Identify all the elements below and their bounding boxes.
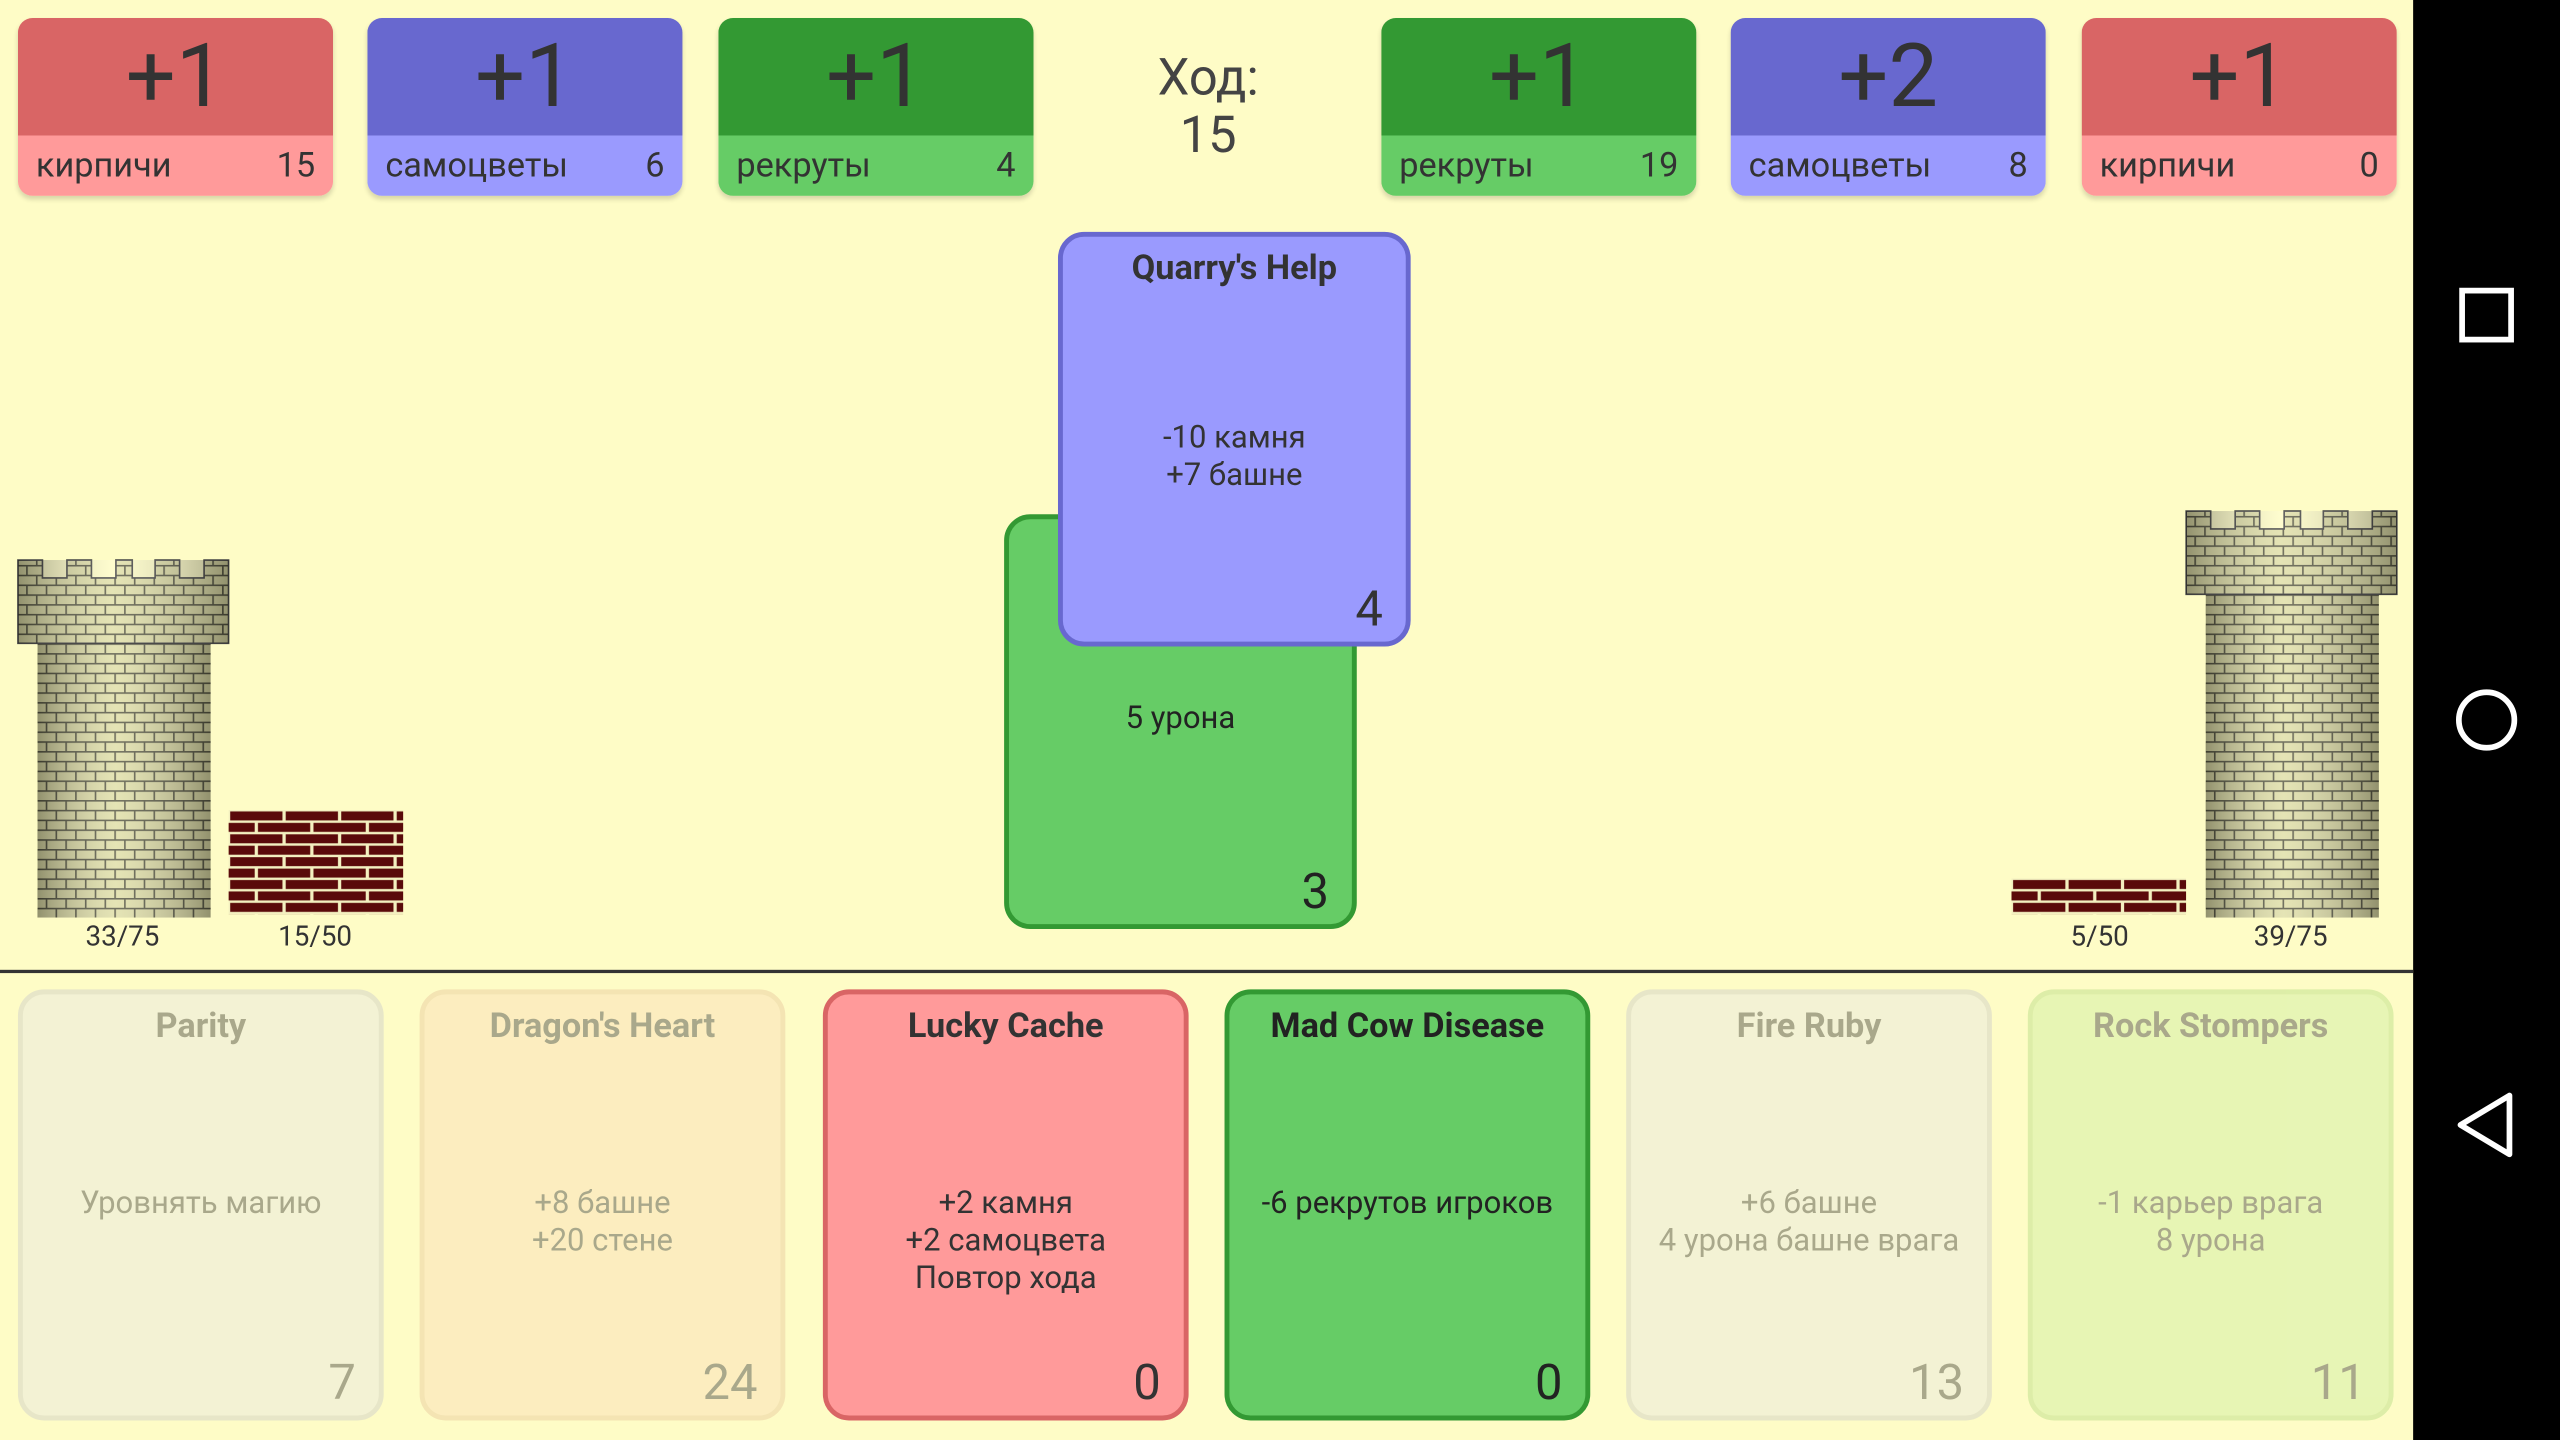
enemy-recruits-gain: +1 xyxy=(1381,17,1697,136)
enemy-bricks-panel: +1 кирпичи 0 xyxy=(2081,17,2397,196)
card-cost: 7 xyxy=(328,1355,356,1413)
played-card-last-cost: 4 xyxy=(1355,581,1383,639)
player-recruits-gain: +1 xyxy=(718,17,1034,136)
enemy-gems-panel: +2 самоцветы 8 xyxy=(1730,17,2046,196)
desc-line: 8 урона xyxy=(2155,1221,2266,1259)
recents-icon xyxy=(2459,287,2514,343)
enemy-bricks-gain: +1 xyxy=(2081,17,2397,136)
player-gems-gain: +1 xyxy=(367,17,683,136)
player-wall xyxy=(228,809,404,915)
card-desc: Уровнять магию xyxy=(23,1184,379,1222)
desc-line: 5 урона xyxy=(1125,698,1236,737)
card-cost: 11 xyxy=(2310,1355,2366,1413)
desc-line: -6 рекрутов игроков xyxy=(1261,1183,1554,1222)
desc-line: +8 башне xyxy=(534,1183,671,1222)
turn-label: Ход: xyxy=(1157,47,1259,108)
card-cost: 0 xyxy=(1133,1355,1161,1413)
card-desc: +8 башне+20 стене xyxy=(425,1184,781,1259)
card-cost: 13 xyxy=(1909,1355,1965,1413)
desc-line: -1 карьер врага xyxy=(2098,1183,2324,1222)
desc-line: +2 самоцвета xyxy=(905,1221,1107,1259)
player-tower-value: 33/75 xyxy=(85,920,160,954)
desc-line: +2 камня xyxy=(938,1183,1073,1222)
enemy-gems-count: 8 xyxy=(2008,146,2028,186)
card-title: Fire Ruby xyxy=(1736,1007,1882,1047)
player-recruits-panel: +1 рекруты 4 xyxy=(718,17,1034,196)
enemy-tower-value: 39/75 xyxy=(2253,920,2328,954)
card-cost: 24 xyxy=(702,1355,758,1413)
hand-card-dragons-heart[interactable]: Dragon's Heart +8 башне+20 стене 24 xyxy=(419,989,786,1421)
played-card-last-title: Quarry's Help xyxy=(1131,249,1338,289)
enemy-bricks-count: 0 xyxy=(2359,146,2379,186)
desc-line: 4 урона башне врага xyxy=(1658,1221,1960,1259)
played-card-previous-cost: 3 xyxy=(1301,863,1330,921)
card-title: Rock Stompers xyxy=(2093,1007,2329,1047)
player-bricks-gain: +1 xyxy=(17,17,334,136)
player-bricks-count: 15 xyxy=(276,146,316,186)
played-card-previous-desc: 5 урона xyxy=(1009,699,1352,737)
enemy-wall xyxy=(2011,878,2187,915)
card-desc: -6 рекрутов игроков xyxy=(1229,1184,1585,1222)
enemy-recruits-label: рекруты xyxy=(1399,146,1534,186)
played-card-last: Quarry's Help -10 камня +7 башне 4 xyxy=(1057,231,1411,647)
desc-line: +6 башне xyxy=(1740,1183,1878,1222)
player-gems-label: самоцветы xyxy=(385,146,568,186)
desc-line: -10 камня xyxy=(1162,417,1306,456)
turn-number: 15 xyxy=(1179,104,1237,165)
enemy-gems-label: самоцветы xyxy=(1748,146,1932,186)
card-title: Mad Cow Disease xyxy=(1270,1007,1545,1047)
player-bricks-label: кирпичи xyxy=(35,146,172,186)
player-recruits-count: 4 xyxy=(996,146,1016,186)
back-icon xyxy=(2457,1092,2513,1158)
card-cost: 0 xyxy=(1534,1355,1563,1413)
player-recruits-label: рекруты xyxy=(736,146,871,186)
hand-card-parity[interactable]: Parity Уровнять магию 7 xyxy=(17,989,384,1421)
enemy-bricks-label: кирпичи xyxy=(2099,146,2236,186)
card-title: Parity xyxy=(155,1007,247,1047)
enemy-recruits-panel: +1 рекруты 19 xyxy=(1381,17,1697,196)
card-title: Lucky Cache xyxy=(907,1007,1104,1047)
enemy-tower xyxy=(2185,510,2398,918)
home-icon xyxy=(2455,689,2518,751)
turn-indicator: Ход: 15 xyxy=(1061,49,1355,163)
player-bricks-panel: +1 кирпичи 15 xyxy=(17,17,334,196)
player-gems-panel: +1 самоцветы 6 xyxy=(367,17,683,196)
navigation-bar xyxy=(2413,0,2560,1440)
enemy-recruits-count: 19 xyxy=(1639,146,1679,186)
recents-button[interactable] xyxy=(2413,242,2560,389)
divider xyxy=(0,969,2414,974)
player-tower xyxy=(17,559,230,918)
player-wall-value: 15/50 xyxy=(278,920,353,954)
home-button[interactable] xyxy=(2413,647,2560,794)
desc-line: Уровнять магию xyxy=(80,1183,322,1222)
enemy-wall-value: 5/50 xyxy=(2070,920,2129,954)
game-board: +1 кирпичи 15 +1 самоцветы 6 +1 рекруты 4 Х… xyxy=(0,17,2414,1421)
desc-line: +20 стене xyxy=(532,1221,673,1259)
played-card-last-desc: -10 камня +7 башне xyxy=(1063,418,1406,493)
player-gems-count: 6 xyxy=(645,146,665,186)
back-button[interactable] xyxy=(2413,1051,2560,1198)
desc-line: +7 башне xyxy=(1166,455,1303,494)
hand-card-mad-cow-disease[interactable]: Mad Cow Disease -6 рекрутов игроков 0 xyxy=(1224,989,1591,1421)
enemy-gems-gain: +2 xyxy=(1730,17,2046,136)
card-title: Dragon's Heart xyxy=(489,1007,716,1047)
desc-line: Повтор хода xyxy=(914,1258,1097,1297)
